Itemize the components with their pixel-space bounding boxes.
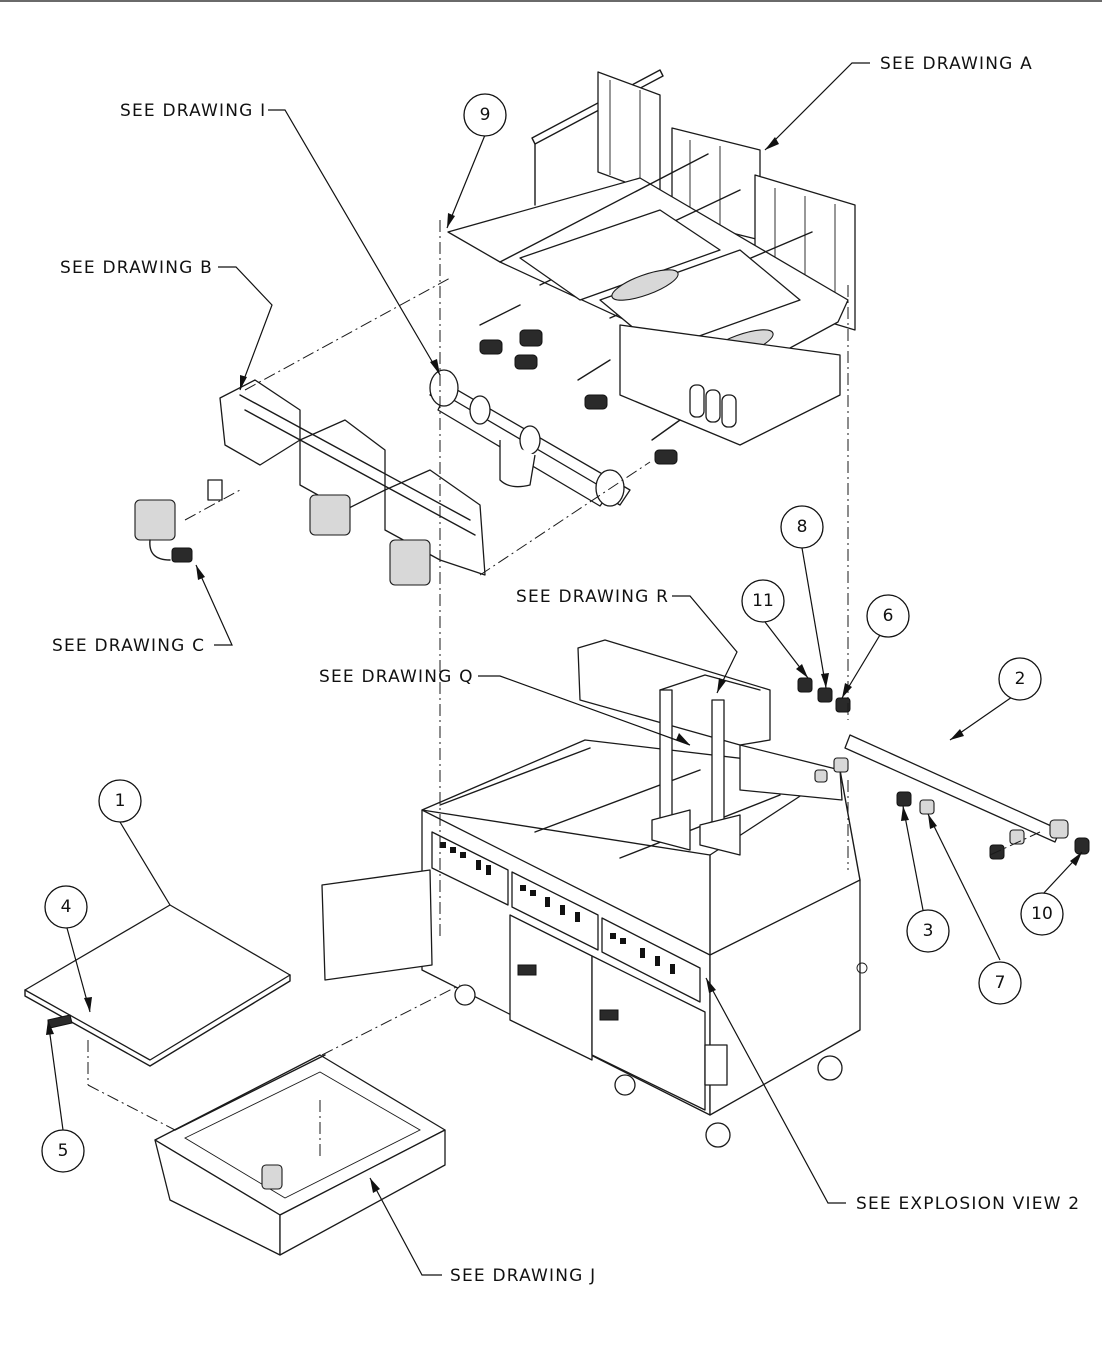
- item-balloon-5: 5: [41, 1129, 85, 1173]
- filter-cover: [24, 904, 291, 1067]
- callout-see-drawing-i: SEE DRAWING I: [120, 101, 266, 121]
- svg-text:8: 8: [797, 517, 808, 537]
- item-balloon-2: 2: [998, 657, 1042, 701]
- frypot-assembly: [447, 69, 856, 465]
- callout-see-drawing-j: SEE DRAWING J: [450, 1266, 596, 1286]
- item-balloon-8: 8: [780, 505, 824, 549]
- item-balloon-4: 4: [44, 885, 88, 929]
- svg-text:10: 10: [1031, 904, 1053, 924]
- callout-labels: SEE DRAWING A SEE DRAWING I SEE DRAWING …: [52, 54, 1080, 1286]
- item-balloon-11: 11: [741, 579, 785, 623]
- item-balloon-10: 10: [1020, 892, 1064, 936]
- fryer-cabinet: [321, 739, 868, 1148]
- svg-text:6: 6: [883, 606, 894, 626]
- callout-see-drawing-c: SEE DRAWING C: [52, 636, 205, 656]
- svg-text:7: 7: [995, 973, 1006, 993]
- svg-text:4: 4: [61, 897, 72, 917]
- callout-see-drawing-q: SEE DRAWING Q: [319, 667, 474, 687]
- svg-text:2: 2: [1015, 669, 1026, 689]
- svg-text:9: 9: [480, 105, 491, 125]
- svg-text:1: 1: [115, 791, 126, 811]
- callout-see-explosion-view-2: SEE EXPLOSION VIEW 2: [856, 1194, 1080, 1214]
- item-balloon-9: 9: [463, 93, 507, 137]
- burner-assembly: [134, 379, 486, 586]
- item-balloon-7: 7: [978, 961, 1022, 1005]
- callout-leaders: [46, 62, 1083, 1276]
- hose-and-fittings: [797, 677, 1090, 860]
- item-balloon-1: 1: [98, 779, 142, 823]
- basket-lift: [577, 639, 843, 856]
- svg-text:5: 5: [58, 1141, 69, 1161]
- item-balloon-6: 6: [866, 594, 910, 638]
- manifold-pipe: [429, 369, 631, 507]
- item-balloon-3: 3: [906, 909, 950, 953]
- svg-text:11: 11: [752, 591, 774, 611]
- assembly-centerlines: [87, 220, 1041, 1160]
- svg-text:3: 3: [923, 921, 934, 941]
- callout-see-drawing-b: SEE DRAWING B: [60, 258, 213, 278]
- filter-pan: [154, 1054, 446, 1256]
- callout-see-drawing-r: SEE DRAWING R: [516, 587, 669, 607]
- callout-see-drawing-a: SEE DRAWING A: [880, 54, 1033, 74]
